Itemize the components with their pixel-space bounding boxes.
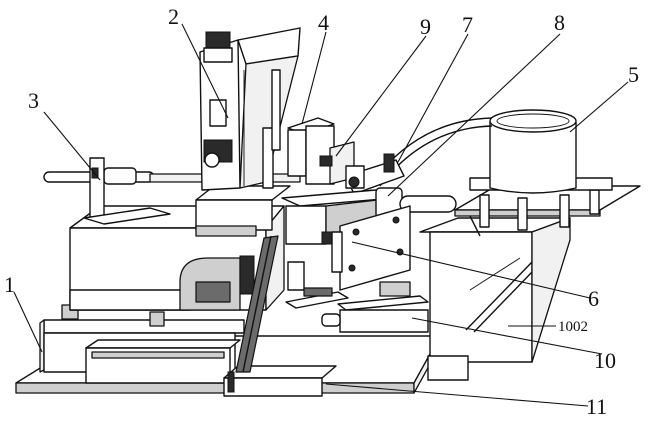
front-trough: [85, 339, 241, 384]
label-6: 6: [588, 286, 599, 311]
label-1002: 1002: [558, 319, 588, 335]
label-1: 1: [4, 272, 15, 297]
lower-cylinder: [321, 281, 429, 333]
inclined-chute: [235, 235, 279, 373]
label-10: 10: [594, 348, 616, 373]
guide-rod: [262, 69, 281, 189]
cup: [489, 109, 577, 194]
label-2: 2: [168, 4, 179, 29]
label-4: 4: [318, 10, 329, 35]
label-9: 9: [420, 14, 431, 39]
vertical-column: [199, 27, 301, 191]
collector-block: [223, 365, 337, 397]
part-labels: 1 2 3 4 9 7 8 5 6 1002 10 11: [4, 4, 639, 419]
leader-lines: [13, 23, 629, 407]
left-bracket: [83, 157, 171, 225]
cutter-head: [287, 117, 365, 189]
side-plate: [331, 205, 411, 291]
label-7: 7: [462, 12, 473, 37]
label-3: 3: [28, 88, 39, 113]
upper-table: [195, 185, 291, 237]
right-frame: [419, 217, 571, 381]
label-8: 8: [554, 10, 565, 35]
label-5: 5: [628, 62, 639, 87]
label-11: 11: [586, 394, 607, 419]
lower-stop: [285, 261, 349, 309]
